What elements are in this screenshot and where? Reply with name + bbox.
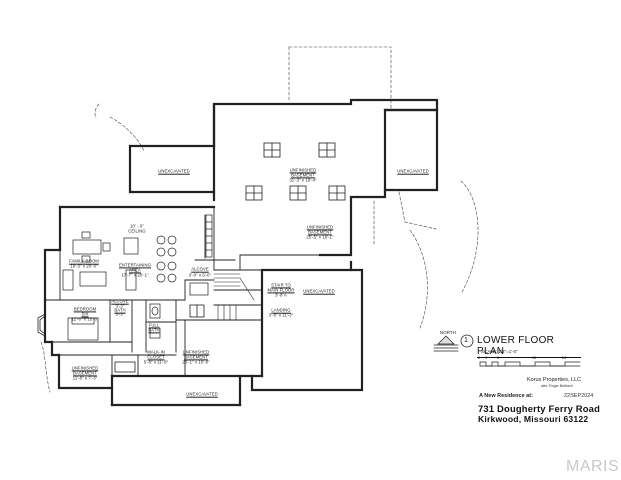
room-bedroom-six: BEDROOM SIX xyxy=(73,306,97,316)
address-line-2: Kirkwood, Missouri 63122 xyxy=(478,414,589,424)
ceiling-height-note: 10' - 0" CEILING xyxy=(128,223,146,233)
room-unfinished-basement-top: UNFINISHED BASEMENT xyxy=(289,167,317,177)
bay-window xyxy=(37,313,46,337)
stair-treads xyxy=(213,273,255,321)
room-unexcavated-left: UNEXCAVATED xyxy=(158,168,190,174)
room-full-bath: FULL BATH xyxy=(148,322,160,332)
room-bath: BATH xyxy=(114,307,126,313)
scale-tick-1: 1 xyxy=(485,356,488,360)
room-entertaining-area-dim: 17'-7" x 20'-1" xyxy=(121,272,149,278)
room-family-room: FAMILY ROOM xyxy=(69,258,99,264)
plan-title: LOWER FLOOR PLAN xyxy=(477,335,581,358)
room-unfinished-basement-mid: UNFINISHED BASEMENT xyxy=(306,224,334,234)
room-bedroom-six-dim: 12'-0" x 15'-0" xyxy=(71,316,99,322)
room-unexcavated-right-top: UNEXCAVATED xyxy=(397,168,429,174)
room-walk-in-closet-dim: 5'-8" x 11'-8" xyxy=(143,359,169,365)
maris-watermark: MARIS xyxy=(566,458,620,475)
room-walk-in-closet: WALK-IN CLOSET xyxy=(147,349,165,359)
room-entertaining-area: ENTERTAINING AREA xyxy=(119,262,151,272)
room-family-room-dim: 16'-3" x 20'-0" xyxy=(70,263,98,269)
new-residence-label: A New Residence at: xyxy=(479,393,533,399)
company-name: Korus Properties, LLC xyxy=(527,377,582,383)
room-landing-dim: 3'-8" x 11'-3" xyxy=(268,312,294,318)
sheet-number-circle xyxy=(460,334,474,348)
scale-tick-24: 24 xyxy=(562,356,567,360)
room-bath-dim: 5'-3" xyxy=(115,311,125,317)
window-symbols xyxy=(114,142,346,373)
room-unfinished-basement-top-dim: 31'-3" x 19'-4" xyxy=(289,177,317,183)
room-unfinished-basement-low: UNFINISHED BASEMENT xyxy=(182,349,210,359)
north-label: NORTH xyxy=(440,330,456,335)
graphic-scale xyxy=(479,361,581,367)
room-alcove-right-dim: 3'-0" x 5'-0" xyxy=(188,272,212,278)
scale-tick-16: 16 xyxy=(532,356,537,360)
room-unfinished-basement-left-dim: 11'-8" x 7'-3" xyxy=(72,375,98,381)
furniture xyxy=(62,214,213,341)
exterior-walls xyxy=(43,98,439,407)
room-unfinished-basement-low-dim: 26'-1" x 10'-8" xyxy=(182,359,210,365)
room-unfinished-basement-mid-dim: 25'-5" x 16'-1" xyxy=(306,234,334,240)
sheet-number: 1 xyxy=(464,337,468,344)
scale-tick-8: 8 xyxy=(497,356,500,360)
room-alcove-right: ALCOVE xyxy=(191,266,209,272)
room-landing: LANDING xyxy=(271,307,291,313)
room-alcove-left-dim: 3'-3" xyxy=(115,303,125,309)
scale-tick-0: 0 xyxy=(478,356,481,360)
room-stair-to-main-floor: STAIR TO MAIN FLOOR xyxy=(267,282,295,292)
room-unexcavated-bottom: UNEXCAVATED xyxy=(186,391,218,397)
dashed-outline xyxy=(40,46,479,393)
plan-scale: SCALE: 1/8"=1'-0" xyxy=(481,349,518,354)
company-attn: attn: Roger Bettlach xyxy=(541,384,573,388)
north-arrow xyxy=(433,335,459,352)
room-unfinished-basement-left: UNFINISHED BASEMENT xyxy=(71,365,99,375)
room-unexcavated-right-mid: UNEXCAVATED xyxy=(303,288,335,294)
interior-walls xyxy=(44,206,321,377)
room-alcove-left: ALCOVE xyxy=(111,298,129,304)
room-stair-dim: 3'-8"A xyxy=(275,292,287,298)
address-line-1: 731 Dougherty Ferry Road xyxy=(478,403,601,414)
plan-date: 22SEP2024 xyxy=(564,393,594,399)
